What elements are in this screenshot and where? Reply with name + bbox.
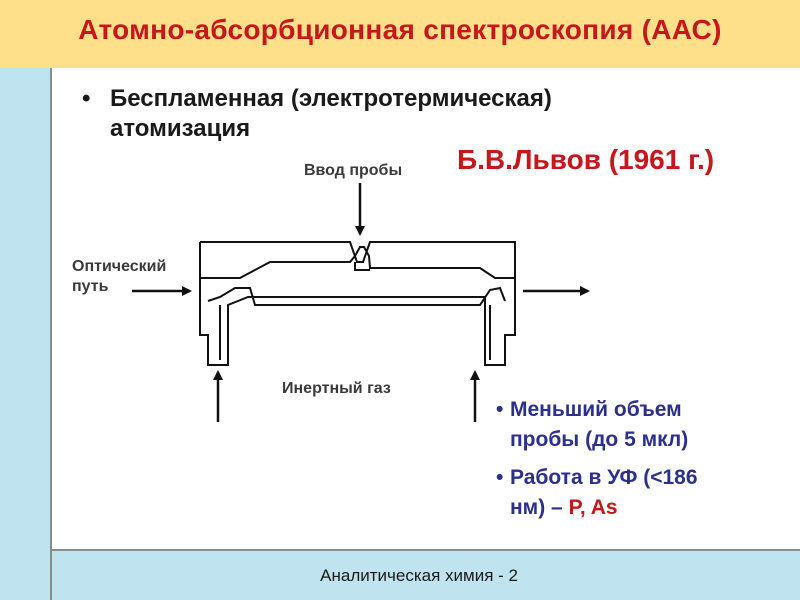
- bullet-marker: •: [82, 85, 91, 112]
- elements-highlight: P, As: [568, 496, 618, 519]
- main-bullet-line2: атомизация: [110, 115, 251, 142]
- furnace-top-outline: [200, 241, 516, 300]
- left-divider-line: [50, 68, 52, 600]
- slide-title: Атомно-абсорбционная спектроскопия (ААС): [78, 14, 722, 45]
- optical-path-line2: путь: [72, 278, 109, 295]
- note-marker: •: [496, 466, 504, 489]
- main-bullet-line1: Беспламенная (электротермическая): [110, 85, 552, 112]
- inert-gas-label: Инертный газ: [282, 380, 391, 397]
- sample-port: [354, 262, 370, 271]
- optical-path-line1: Оптический: [72, 258, 167, 275]
- main-bullet-text: Беспламенная (электротермическая) атомиз…: [110, 84, 710, 144]
- footer-divider-line: [52, 549, 800, 551]
- furnace-inner-top: [200, 246, 515, 279]
- left-decor-band: [0, 68, 50, 600]
- notes-list: • Меньший объем пробы (до 5 мкл) • Работ…: [496, 395, 698, 531]
- furnace-schematic: [132, 183, 590, 422]
- note-line2-prefix: нм) –: [510, 496, 569, 519]
- sample-input-label: Ввод пробы: [304, 162, 403, 179]
- note-item-uv: • Работа в УФ (<186 нм) – P, As: [496, 463, 698, 523]
- furnace-diagram: Ввод пробы Оптический путь Инертный газ: [60, 160, 620, 430]
- footer-band: [52, 550, 800, 600]
- note-line2: нм) – P, As: [510, 493, 698, 523]
- author-attribution: Б.В.Львов (1961 г.): [457, 144, 715, 175]
- furnace-left-wall: [199, 242, 516, 366]
- furnace-inner-bottom: [207, 286, 506, 306]
- note-marker: •: [496, 398, 504, 421]
- note-line2: пробы (до 5 мкл): [510, 428, 689, 451]
- note-item-sample-volume: • Меньший объем пробы (до 5 мкл): [496, 395, 698, 455]
- note-line1: Меньший объем: [510, 398, 682, 421]
- note-line1: Работа в УФ (<186: [510, 466, 698, 489]
- title-bar: [0, 0, 800, 68]
- optical-path-label: Оптический путь: [72, 257, 166, 297]
- footer-text: Аналитическая химия - 2: [320, 566, 518, 585]
